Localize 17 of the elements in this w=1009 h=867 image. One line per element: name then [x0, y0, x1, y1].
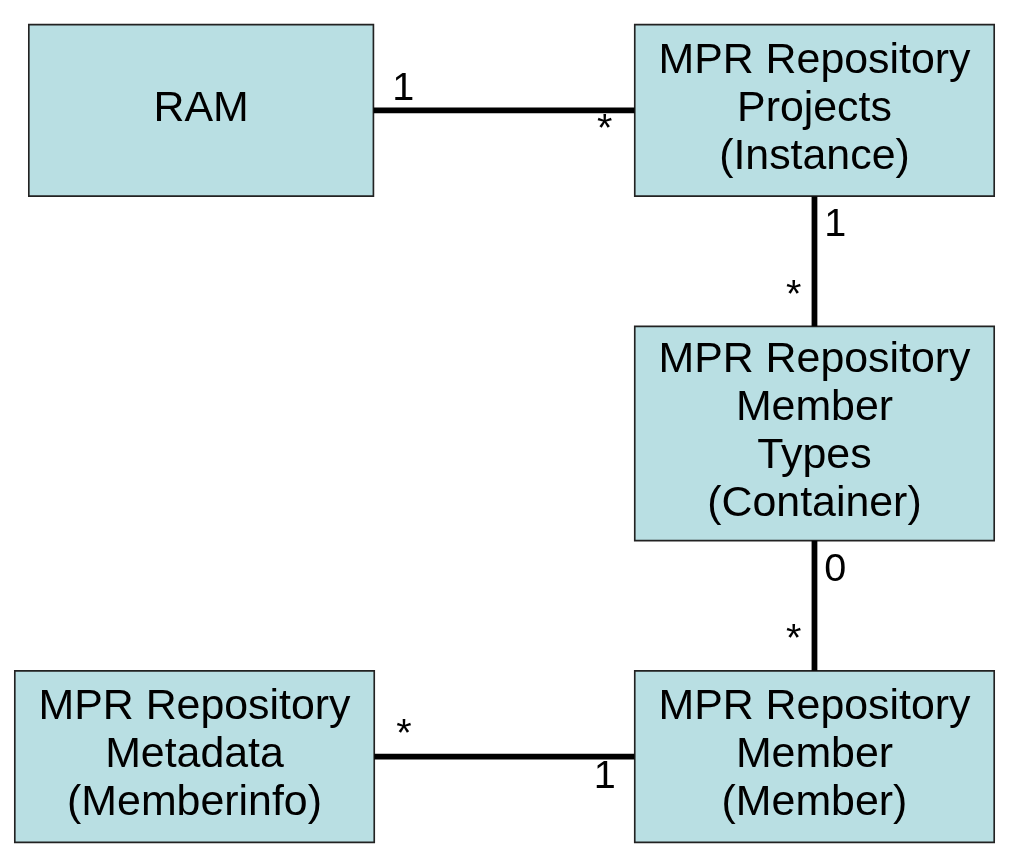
connector: [374, 753, 635, 760]
node-box: MPR Repository Metadata (Memberinfo): [13, 670, 376, 844]
connector: [373, 107, 635, 114]
label: 1: [392, 63, 415, 108]
label: 1: [824, 200, 847, 245]
label: *: [396, 710, 412, 755]
label: *: [785, 270, 802, 315]
node-box: RAM: [28, 23, 375, 197]
label: 0: [824, 544, 847, 589]
connector: [811, 540, 818, 671]
label: *: [785, 615, 802, 660]
node-box: MPR Repository Member Types (Container): [633, 325, 996, 542]
label: *: [597, 105, 613, 150]
node-box: MPR Repository Projects (Instance): [633, 23, 996, 197]
connector: [811, 196, 818, 327]
label: 1: [593, 751, 616, 796]
node-box: MPR Repository Member (Member): [633, 670, 996, 844]
